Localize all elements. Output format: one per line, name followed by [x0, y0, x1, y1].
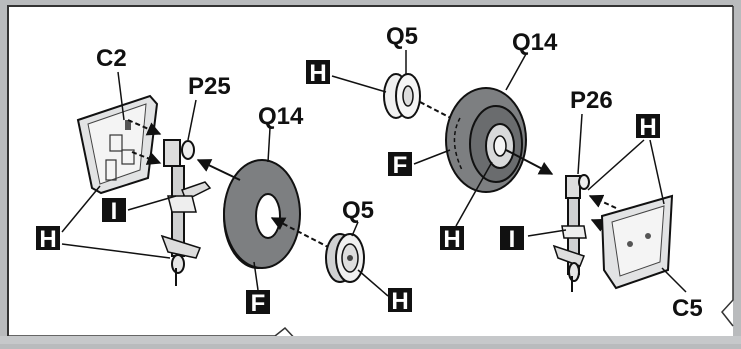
h-right-top-leader-2 — [649, 139, 665, 205]
i-left-leader — [127, 195, 177, 211]
h-right-top-leader-1 — [587, 139, 645, 191]
tire-q14-left — [223, 159, 301, 269]
p26-strut — [552, 174, 590, 292]
label-c5: C5 — [672, 295, 703, 322]
p25-strut — [160, 139, 212, 286]
label-q5-left: Q5 — [342, 197, 374, 224]
c5-attach-arrow-1 — [588, 194, 617, 209]
svg-text:H: H — [39, 226, 56, 253]
q14-right-leader — [505, 53, 527, 91]
svg-text:I: I — [111, 198, 118, 225]
h-right-low-leader — [455, 161, 493, 227]
code-f-right: F — [388, 152, 412, 179]
f-right-leader — [413, 149, 451, 165]
p25-leader — [187, 99, 197, 141]
q14-right-arrow — [505, 149, 554, 175]
q5-left-leader — [351, 221, 359, 237]
c2-part — [76, 94, 159, 195]
c2-attach-arrow-2 — [131, 151, 162, 165]
label-q14-right: Q14 — [512, 29, 558, 56]
wheel-q5-top — [383, 73, 421, 119]
tire-q14-right — [445, 87, 527, 193]
p26-leader — [577, 113, 583, 175]
code-h-bottom-mid: H — [388, 288, 412, 315]
code-h-top: H — [306, 60, 330, 87]
h-bottom-mid-leader — [357, 269, 389, 297]
code-h-left: H — [36, 226, 60, 253]
h-left-leader-2 — [61, 243, 171, 259]
svg-text:H: H — [309, 60, 326, 87]
svg-text:H: H — [443, 226, 460, 253]
q5-left-arrow — [270, 217, 331, 249]
svg-text:F: F — [393, 152, 408, 179]
label-q14-left: Q14 — [258, 103, 304, 130]
label-q5-top: Q5 — [386, 23, 418, 50]
label-p25: P25 — [188, 73, 231, 100]
svg-text:H: H — [391, 288, 408, 315]
c5-leader — [661, 267, 687, 293]
f-left-leader — [253, 261, 259, 291]
q14-left-leader — [267, 127, 271, 163]
q5-top-arrow — [419, 101, 472, 129]
i-right-leader — [527, 229, 567, 237]
svg-text:F: F — [251, 290, 266, 317]
code-h-right-top: H — [636, 114, 660, 141]
wheel-q5-left — [325, 233, 365, 283]
h-left-leader-1 — [61, 185, 101, 233]
code-i-right: I — [500, 226, 524, 253]
code-i-left: I — [102, 198, 126, 225]
c5-part — [600, 194, 674, 290]
q14-left-arrow — [196, 159, 241, 181]
code-f-left: F — [246, 290, 270, 317]
c2-leader — [117, 71, 125, 121]
h-top-leader — [331, 75, 387, 93]
code-h-right-low: H — [440, 226, 464, 253]
label-c2: C2 — [96, 45, 127, 72]
svg-text:H: H — [639, 114, 656, 141]
svg-text:I: I — [509, 226, 516, 253]
label-p26: P26 — [570, 87, 613, 114]
c2-attach-arrow-1 — [127, 119, 162, 136]
